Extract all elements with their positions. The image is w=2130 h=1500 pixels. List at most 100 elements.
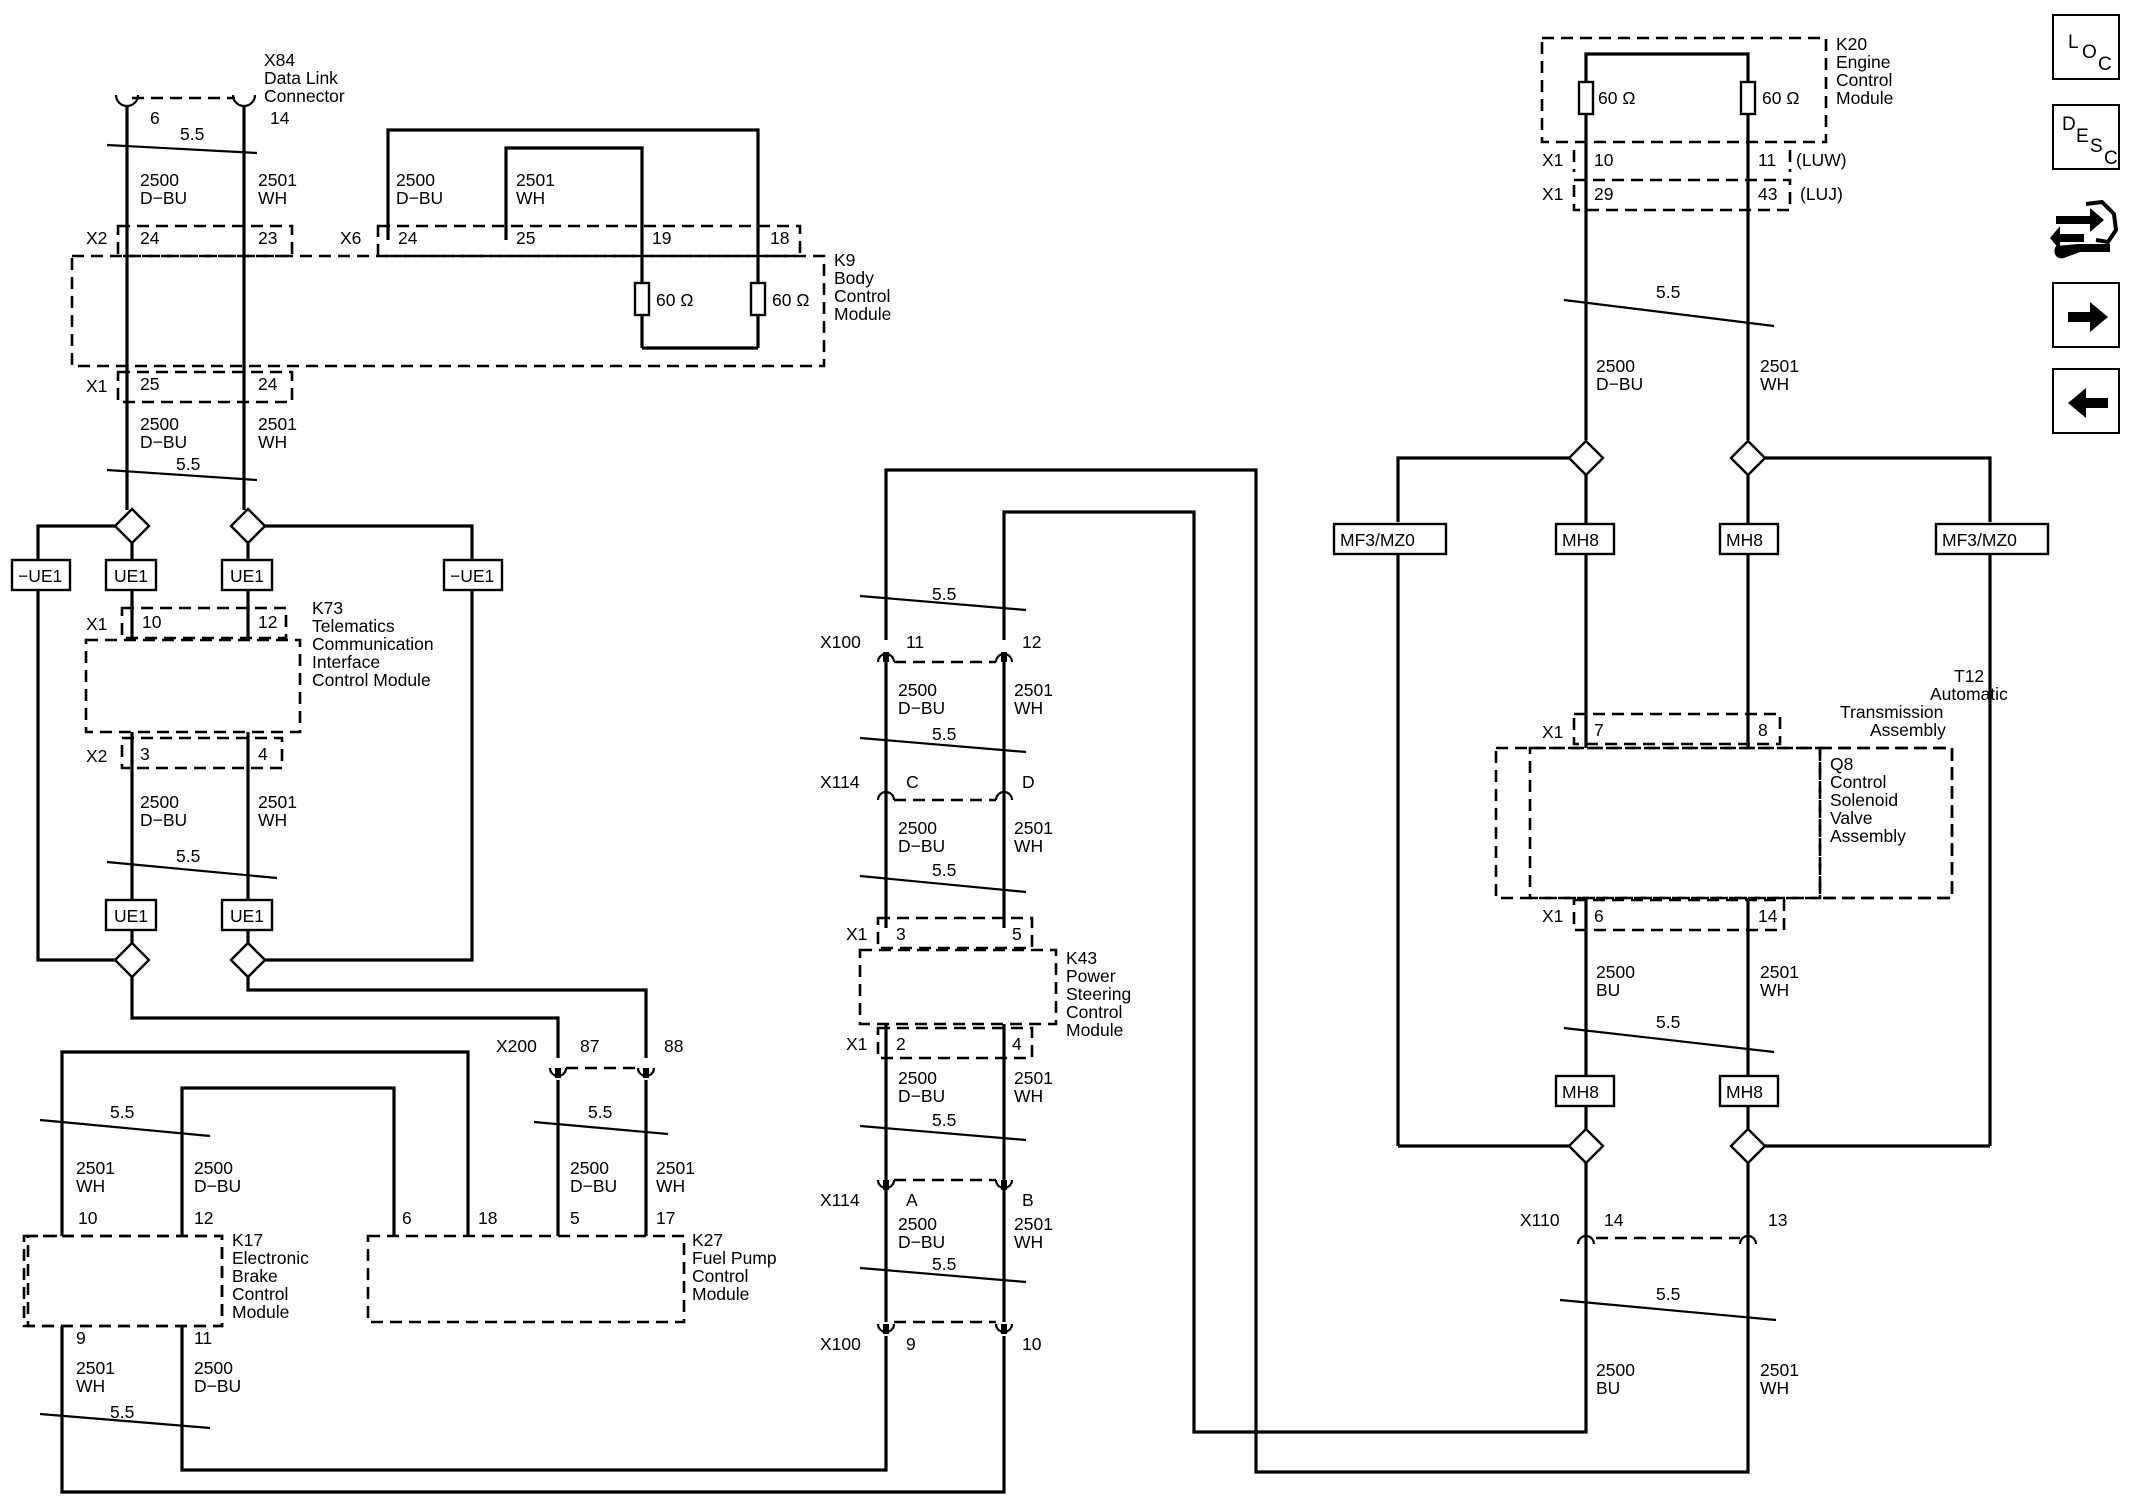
k43-desc1: Power (1066, 966, 1116, 986)
k9-desc2: Control (834, 286, 890, 306)
q8-title: Q8 (1830, 754, 1853, 774)
color-label: WH (516, 188, 545, 208)
connector-label: X100 (820, 1334, 861, 1354)
option-label: UE1 (230, 566, 264, 586)
circuit-label: 2501 (1014, 818, 1053, 838)
color-label: D−BU (194, 1176, 241, 1196)
x84-desc2: Connector (264, 86, 345, 106)
k17-desc1: Electronic (232, 1248, 309, 1268)
circuit-label: 2501 (1760, 962, 1799, 982)
pin-label: 25 (516, 228, 535, 248)
circuit-label: 2501 (1014, 1214, 1053, 1234)
pin-label: 29 (1594, 184, 1613, 204)
twist-label: 5.5 (176, 454, 200, 474)
k17-desc3: Control (232, 1284, 288, 1304)
color-label: WH (258, 432, 287, 452)
k9-title: K9 (834, 250, 855, 270)
connector-label: X6 (340, 228, 361, 248)
k17-title: K17 (232, 1230, 263, 1250)
pin-label: B (1022, 1190, 1034, 1210)
color-label: D−BU (140, 432, 187, 452)
pin-label: 7 (1594, 720, 1604, 740)
connector-label: X100 (820, 632, 861, 652)
twist-label: 5.5 (932, 860, 956, 880)
pin-label: D (1022, 772, 1035, 792)
circuit-label: 2500 (898, 1214, 937, 1234)
pin-label: C (906, 772, 919, 792)
desc-icon: D E S C (2062, 114, 2118, 169)
pin-label: 12 (194, 1208, 213, 1228)
resistor-label: 60 Ω (656, 290, 693, 310)
circuit-label: 2501 (516, 170, 555, 190)
k17-desc4: Module (232, 1302, 289, 1322)
pin-label: 8 (1758, 720, 1768, 740)
color-label: WH (258, 810, 287, 830)
color-label: BU (1596, 980, 1620, 1000)
loc-icon: L O C (2068, 32, 2112, 75)
color-label: WH (76, 1376, 105, 1396)
t12-desc2: Transmission (1840, 702, 1943, 722)
option-label: (LUJ) (1800, 184, 1843, 204)
pin-label: 43 (1758, 184, 1777, 204)
pin-label: 88 (664, 1036, 683, 1056)
connector-label: X1 (846, 1034, 867, 1054)
k20-desc3: Module (1836, 88, 1893, 108)
pin-label: 24 (258, 374, 278, 394)
k73-telematics-module: X1 10 12 K73 Telematics Communication In… (84, 598, 434, 770)
pin-label: 12 (1022, 632, 1041, 652)
circuit-label: 2500 (140, 170, 179, 190)
description-button[interactable]: D E S C (2052, 104, 2120, 170)
circuit-label: 2500 (1596, 962, 1635, 982)
desc-letter: C (2104, 148, 2118, 169)
color-label: WH (1014, 1086, 1043, 1106)
pin-label: 3 (896, 924, 906, 944)
color-label: WH (1760, 1378, 1789, 1398)
k17-desc2: Brake (232, 1266, 278, 1286)
color-label: D−BU (898, 1232, 945, 1252)
circuit-label: 2501 (258, 170, 297, 190)
pin-label: 6 (1594, 906, 1604, 926)
arrow-right-icon (2068, 302, 2108, 332)
color-label: D−BU (140, 810, 187, 830)
pin-label: 3 (140, 744, 150, 764)
resistor-label: 60 Ω (1762, 88, 1799, 108)
k43-wiring: 5.5 X100 11 12 2500 D−BU 2501 WH 5.5 X11… (820, 468, 1750, 1474)
pin-label: A (906, 1190, 918, 1210)
pin-label: 12 (258, 612, 277, 632)
wires-k9-k73: X1 25 24 2500 D−BU 2501 WH 5.5 −UE1 UE1 … (10, 366, 504, 948)
next-page-button[interactable] (2052, 282, 2120, 348)
k43-desc4: Module (1066, 1020, 1123, 1040)
twist-label: 5.5 (180, 124, 204, 144)
pin-label: 25 (140, 374, 159, 394)
previous-page-button[interactable] (2052, 368, 2120, 434)
desc-letter: S (2090, 136, 2103, 157)
connector-label: X1 (1542, 184, 1563, 204)
pin-label: 2 (896, 1034, 906, 1054)
q8-desc3: Valve (1830, 808, 1872, 828)
connector-label: X114 (820, 772, 860, 792)
k27-desc1: Fuel Pump (692, 1248, 777, 1268)
circuit-label: 2500 (194, 1358, 233, 1378)
location-button[interactable]: L O C (2052, 14, 2120, 80)
color-label: D−BU (898, 698, 945, 718)
option-label: MF3/MZ0 (1942, 530, 2017, 550)
desc-letter: D (2062, 114, 2076, 135)
x84-title: X84 (264, 50, 295, 70)
k73-desc3: Interface (312, 652, 380, 672)
color-label: D−BU (570, 1176, 617, 1196)
q8-desc2: Solenoid (1830, 790, 1898, 810)
x200-connector: X200 87 88 (496, 1036, 683, 1080)
color-label: BU (1596, 1378, 1620, 1398)
connector-tool-button[interactable] (2050, 196, 2122, 262)
circuit-label: 2501 (76, 1158, 115, 1178)
pin-label: 11 (1758, 150, 1776, 170)
connector-label: X2 (86, 746, 107, 766)
circuit-label: 2500 (140, 792, 179, 812)
color-label: WH (1760, 374, 1789, 394)
pin-label: 14 (1758, 906, 1778, 926)
circuit-label: 2501 (1014, 680, 1053, 700)
k9-body-control-module: 60 Ω 60 Ω K9 Body Control Module (70, 250, 891, 368)
pin-label: 6 (150, 108, 160, 128)
connector-label: X200 (496, 1036, 537, 1056)
